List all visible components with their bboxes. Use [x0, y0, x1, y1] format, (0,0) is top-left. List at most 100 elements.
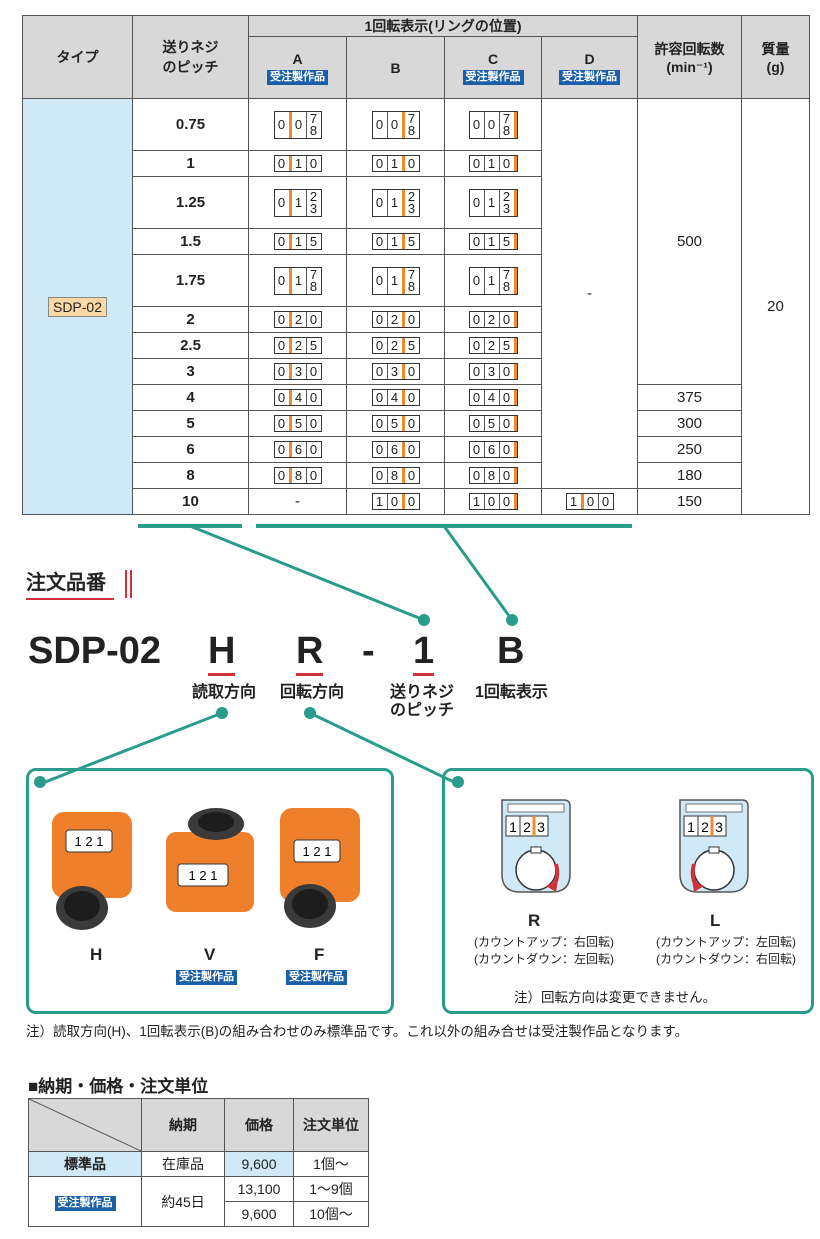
counter-digit: 0: [274, 267, 292, 294]
counter-digit: 5: [291, 416, 307, 432]
pitch-cell: 6: [132, 436, 249, 463]
col-d-dash: -: [541, 98, 638, 489]
order-title-decoration: [125, 570, 132, 598]
order-code-h: H: [208, 630, 236, 676]
label-pitch: 送りネジ のピッチ: [390, 684, 455, 719]
counter-digit: 0: [372, 156, 388, 172]
counter-digit: 1: [484, 189, 500, 216]
speed-cell: 180: [637, 462, 742, 489]
counter-digit: 0: [372, 390, 388, 406]
counter-digit: 0: [404, 494, 419, 510]
counter-digit: 0: [499, 442, 517, 458]
counter-digit: 1: [387, 267, 405, 294]
counter-digit: 0: [469, 267, 485, 294]
counter-digit: 1: [291, 267, 307, 294]
counter-digit: 0: [404, 390, 419, 406]
device-h-icon: 1 2 1: [52, 812, 132, 930]
counter-digit: 0: [499, 468, 517, 484]
counter-digit: 3: [291, 364, 307, 380]
price-standard-price: 9,600: [224, 1151, 294, 1177]
price-mto-unit-2: 10個～: [293, 1201, 369, 1227]
order-code-r: R: [296, 630, 324, 676]
counter-digit: 0: [372, 442, 388, 458]
counter-digit: 0: [404, 156, 419, 172]
counter-digit: 0: [469, 442, 485, 458]
counter-digit: 5: [387, 416, 405, 432]
diagonal-line-icon: [29, 1099, 141, 1151]
price-mto-price-2: 9,600: [224, 1201, 294, 1227]
counter-digit: 0: [404, 442, 419, 458]
rotation-l-line1: カウントアップ：左回転: [660, 935, 793, 949]
counter-digit: 0: [404, 364, 419, 380]
pitch-cell: 1: [132, 150, 249, 177]
counter-digit: 0: [469, 156, 485, 172]
counter-digit: 0: [387, 494, 405, 510]
label-rotation-direction: 回転方向: [280, 684, 345, 701]
counter-digit: 0: [583, 494, 599, 510]
rotation-note: 注）回転方向は変更できません。: [514, 990, 717, 1005]
price-mto-badge: 受注製作品: [54, 1195, 116, 1211]
counter-digit: 5: [499, 234, 517, 250]
counter-digit: 0: [469, 189, 485, 216]
counter-digit: 6: [291, 442, 307, 458]
price-title: ■納期・価格・注文単位: [28, 1077, 209, 1096]
rotation-r-line1: カウントアップ：右回転: [478, 935, 611, 949]
counter-digit: 3: [387, 364, 405, 380]
counter-digit: 0: [404, 468, 419, 484]
counter-digit: 0: [274, 364, 292, 380]
counter-digit: 0: [469, 364, 485, 380]
counter-digit: 2: [484, 312, 500, 328]
counter-digit: 0: [499, 312, 517, 328]
price-standard-lead: 在庫品: [141, 1151, 225, 1177]
rotation-r-code: R: [528, 911, 541, 930]
rotation-r-desc: (カウントアップ：右回転) (カウントダウン：左回転): [474, 935, 615, 966]
counter-digit: 8: [387, 468, 405, 484]
pitch-cell: 1.75: [132, 254, 249, 307]
counter-digit: 0: [404, 416, 419, 432]
counter-digit: 8: [291, 468, 307, 484]
counter-digit: 1: [387, 189, 405, 216]
counter-digit: 0: [372, 189, 388, 216]
price-header-lead: 納期: [141, 1098, 225, 1152]
counter-digit: 0: [499, 364, 517, 380]
counter-digit: 0: [306, 416, 321, 432]
price-header-unit: 注文単位: [293, 1098, 369, 1152]
counter-digit: 0: [274, 312, 292, 328]
pitch-cell: 10: [132, 488, 249, 515]
pitch-cell: 0.75: [132, 98, 249, 151]
rotation-l-desc: (カウントアップ：左回転) (カウントダウン：右回転): [656, 935, 797, 966]
counter-digit: 1: [484, 267, 500, 294]
counter-digit: 0: [484, 111, 500, 138]
counter-digit: 0: [499, 416, 517, 432]
order-dash: -: [362, 630, 375, 672]
type-value: SDP-02: [47, 296, 108, 317]
